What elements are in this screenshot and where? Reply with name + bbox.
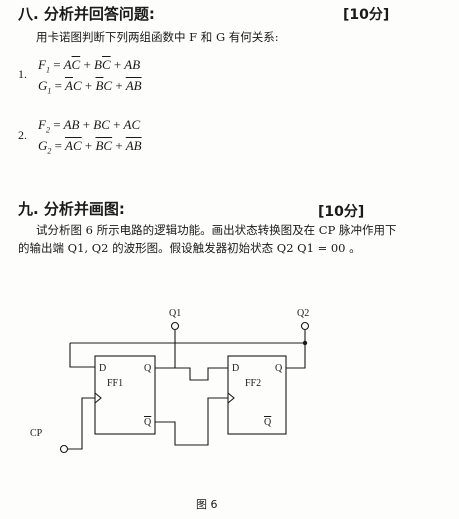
- problem-1-number: 1.: [18, 67, 27, 81]
- ff1-to-ff2-d-wire: [175, 367, 228, 381]
- section-9-line-1: 试分析图 6 所示电路的逻辑功能。画出状态转换图及在 CP 脉冲作用下: [36, 223, 397, 237]
- ff2-name: FF2: [245, 378, 261, 389]
- ff2-q-wire: [286, 343, 306, 369]
- cp-terminal: [59, 444, 69, 454]
- ff1-q-lead: [155, 330, 176, 369]
- problem-2-number: 2.: [18, 128, 27, 142]
- ff2-clock-triangle: [227, 392, 235, 404]
- q1-terminal: [170, 321, 180, 331]
- ff2-d-label: D: [232, 363, 239, 374]
- ff1-box: [94, 355, 156, 435]
- ff1-q-label: Q: [144, 363, 152, 374]
- ff2-qbar-label: Q: [264, 417, 272, 428]
- q2-label: Q2: [297, 308, 309, 319]
- section-8-title: 八. 分析并回答问题:: [18, 5, 155, 23]
- ff2-box: [227, 355, 287, 435]
- junction-dot: [302, 340, 308, 346]
- section-9-title: 九. 分析并画图:: [18, 200, 125, 218]
- ff1-name: FF1: [107, 378, 123, 389]
- cp-wire: [68, 397, 95, 450]
- ff1-qbar-to-ff2-clock: [155, 397, 228, 446]
- section-8-instruction: 用卡诺图判断下列两组函数中 F 和 G 有何关系:: [36, 30, 279, 44]
- equation-g1: G1 = AC + BC + AB: [38, 78, 142, 96]
- ff2-q-label: Q: [275, 363, 283, 374]
- figure-caption: 图 6: [196, 498, 218, 511]
- ff1-clock-triangle: [94, 392, 102, 404]
- ff1-d-wire: [69, 343, 95, 368]
- section-9-score: [10分]: [318, 204, 365, 220]
- ff1-d-label: D: [99, 363, 106, 374]
- equation-g2: G2 = AC + BC + AB: [38, 138, 142, 156]
- q1-label: Q1: [169, 308, 181, 319]
- cp-label: CP: [30, 428, 43, 439]
- q2-terminal: [300, 321, 310, 331]
- ff1-qbar-label: Q: [144, 417, 152, 428]
- equation-f1: F1 = AC + BC + AB: [38, 57, 141, 75]
- section-8-score: [10分]: [343, 7, 390, 23]
- section-9-line-2: 的输出端 Q1, Q2 的波形图。假设触发器初始状态 Q2 Q1 = 00 。: [18, 241, 361, 255]
- equation-f2: F2 = AB + BC + AC: [38, 117, 141, 135]
